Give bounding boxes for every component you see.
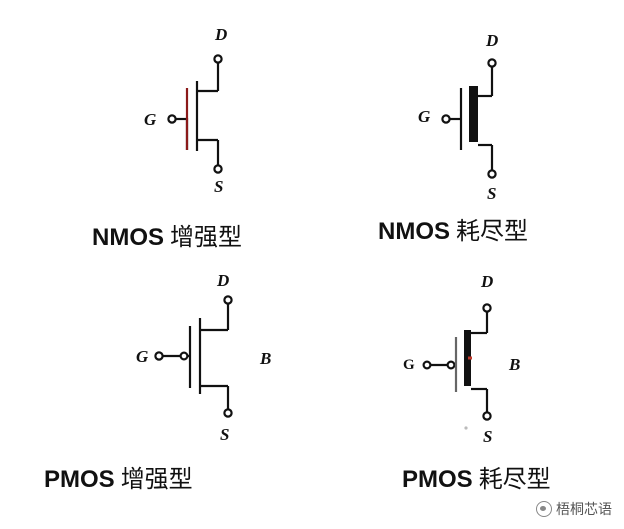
- source-terminal-circle: [213, 164, 223, 174]
- speck: [464, 426, 468, 430]
- body-label: B: [260, 349, 272, 368]
- gate-terminal-circle: [441, 114, 451, 124]
- source-terminal-circle: [487, 169, 497, 179]
- gate-label: G: [136, 347, 149, 366]
- caption-type: NMOS: [92, 224, 164, 251]
- gate-terminal-circle: [167, 114, 177, 124]
- pmos-enhancement-symbol: [154, 295, 233, 418]
- source-label: S: [214, 177, 224, 196]
- body-label: B: [509, 355, 521, 374]
- gate-label: G: [144, 110, 157, 129]
- drain-label: D: [481, 272, 494, 291]
- drain-terminal-circle: [223, 295, 233, 305]
- nmos-enhancement-symbol: [167, 54, 223, 174]
- drain-label: D: [217, 271, 230, 290]
- caption-type: NMOS: [378, 218, 450, 245]
- caption-mode: 耗尽型: [456, 217, 528, 245]
- gate-label: G: [403, 357, 415, 373]
- caption-type: PMOS: [44, 466, 115, 493]
- source-label: S: [483, 427, 493, 446]
- drain-label: D: [215, 25, 228, 44]
- drain-terminal-circle: [482, 303, 492, 313]
- drain-terminal-circle: [487, 58, 497, 68]
- channel-bar: [464, 330, 471, 386]
- nmos-depletion-symbol: [441, 58, 497, 179]
- caption-mode: 增强型: [120, 465, 193, 493]
- source-label: S: [487, 184, 497, 203]
- caption-mode: 耗尽型: [478, 465, 551, 493]
- source-terminal-circle: [223, 408, 233, 418]
- watermark: 梧桐芯语: [536, 499, 612, 519]
- gate-bubble: [446, 360, 456, 370]
- caption-type: PMOS: [402, 466, 473, 493]
- gate-terminal-circle: [154, 351, 164, 361]
- source-terminal-circle: [482, 411, 492, 421]
- pmos-depletion-symbol: [422, 303, 492, 430]
- drain-terminal-circle: [213, 54, 223, 64]
- wechat-icon: [536, 501, 552, 517]
- gate-bubble: [179, 351, 189, 361]
- drain-label: D: [486, 31, 499, 50]
- gate-terminal-circle: [422, 360, 432, 370]
- gate-label: G: [418, 107, 431, 126]
- watermark-text: 梧桐芯语: [556, 502, 612, 518]
- channel-bar: [469, 86, 478, 142]
- source-label: S: [220, 425, 230, 444]
- caption-mode: 增强型: [170, 223, 242, 251]
